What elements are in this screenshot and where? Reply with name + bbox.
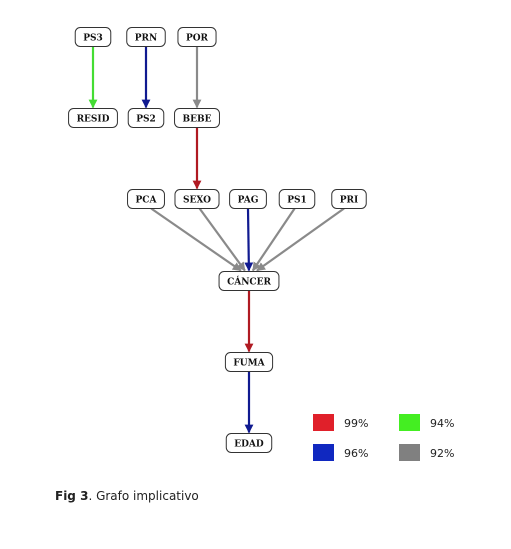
node-pag: PAG <box>229 189 267 209</box>
node-pca-label: PCA <box>136 196 158 206</box>
node-fuma-box <box>224 352 274 372</box>
node-edad: EDAD <box>225 433 273 453</box>
legend-item-2: 94% <box>399 414 454 431</box>
node-prn: PRN <box>126 27 166 47</box>
node-sexo-label: SEXO <box>183 196 211 206</box>
node-prn-label: PRN <box>135 34 157 44</box>
node-ps3-label: PS3 <box>83 34 103 44</box>
node-ps1-label: PS1 <box>287 196 307 206</box>
node-por-box <box>177 27 217 47</box>
node-ps3: PS3 <box>74 27 112 47</box>
node-cancer-label: CÁNCER <box>227 276 271 288</box>
edge-ps1-cancer <box>251 207 296 272</box>
node-resid: RESID <box>68 108 118 128</box>
legend-swatch-1 <box>313 444 334 461</box>
edge-pag-cancer <box>244 208 254 272</box>
node-edad-box <box>225 433 273 453</box>
node-bebe-label: BEBE <box>183 115 212 125</box>
node-pca-box <box>127 189 165 209</box>
node-fuma: FUMA <box>224 352 274 372</box>
legend-swatch-2 <box>399 414 420 431</box>
node-ps2-label: PS2 <box>136 115 156 125</box>
node-prn-box <box>126 27 166 47</box>
node-pca: PCA <box>127 189 165 209</box>
legend-label-0: 99% <box>344 417 368 430</box>
node-ps3-box <box>74 27 112 47</box>
node-pag-box <box>229 189 267 209</box>
node-bebe-box <box>174 108 220 128</box>
legend-label-2: 94% <box>430 417 454 430</box>
node-ps1-box <box>278 189 316 209</box>
node-ps1: PS1 <box>278 189 316 209</box>
node-pag-label: PAG <box>238 196 259 206</box>
node-por-label: POR <box>186 34 209 44</box>
node-sexo: SEXO <box>174 189 220 209</box>
legend-label-3: 92% <box>430 447 454 460</box>
nodes-layer: PS3 PRN POR RESID PS2 BEBE PCA SEXO PAG PS1 PRI CÁN… <box>68 27 367 453</box>
edge-pri-cancer <box>256 207 345 272</box>
figure-caption-text: . Grafo implicativo <box>88 489 199 503</box>
edge-pca-cancer <box>150 207 242 272</box>
legend-swatch-3 <box>399 444 420 461</box>
legend-item-1: 96% <box>313 444 368 461</box>
node-resid-label: RESID <box>77 115 110 125</box>
node-fuma-label: FUMA <box>233 359 265 369</box>
edges-layer <box>88 46 345 434</box>
node-pri-box <box>331 189 367 209</box>
node-sexo-box <box>174 189 220 209</box>
node-ps2: PS2 <box>127 108 165 128</box>
legend: 99% 96% 94% 92% <box>313 414 454 461</box>
legend-label-1: 96% <box>344 447 368 460</box>
node-ps2-box <box>127 108 165 128</box>
figure-caption: Fig 3. Grafo implicativo <box>55 489 199 503</box>
node-pri: PRI <box>331 189 367 209</box>
node-por: POR <box>177 27 217 47</box>
node-cancer: CÁNCER <box>218 271 280 291</box>
node-bebe: BEBE <box>174 108 220 128</box>
figure-number: Fig 3 <box>55 489 89 503</box>
node-pri-label: PRI <box>340 196 358 206</box>
legend-swatch-0 <box>313 414 334 431</box>
legend-item-3: 92% <box>399 444 454 461</box>
node-resid-box <box>68 108 118 128</box>
node-cancer-box <box>218 271 280 291</box>
legend-item-0: 99% <box>313 414 368 431</box>
node-edad-label: EDAD <box>234 440 264 450</box>
edge-sexo-cancer <box>198 207 246 272</box>
